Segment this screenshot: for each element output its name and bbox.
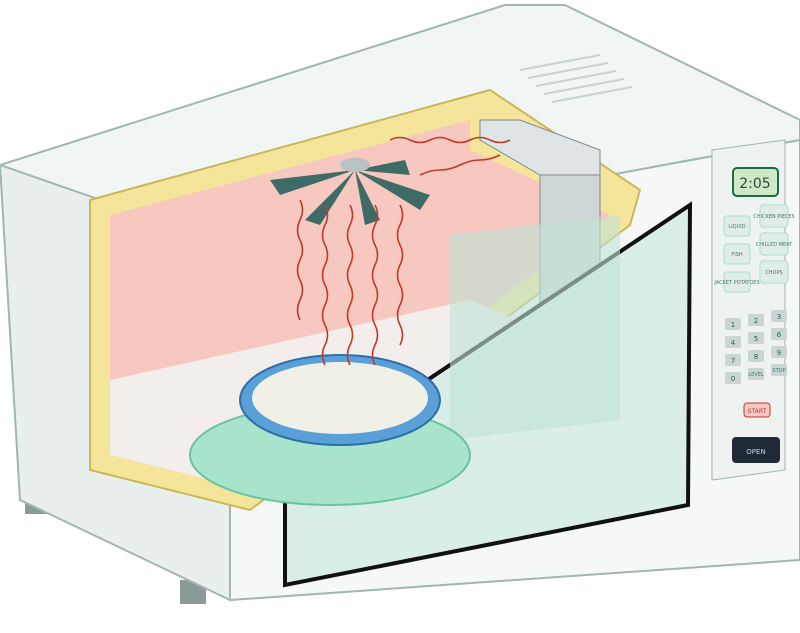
svg-text:CHICKEN PIECES: CHICKEN PIECES [753,214,794,220]
svg-text:8: 8 [754,353,758,361]
key-5[interactable]: 5 [748,332,764,344]
key-8[interactable]: 8 [748,350,764,362]
preset-liquid[interactable]: LIQUID [723,215,751,237]
key-9[interactable]: 9 [771,346,787,358]
svg-text:LEVEL: LEVEL [748,372,764,378]
svg-text:FISH: FISH [731,252,743,258]
svg-text:7: 7 [731,357,735,365]
time-display [732,167,779,197]
svg-text:LIQUID: LIQUID [728,224,745,230]
preset-jacket-potatoes[interactable]: JACKET POTATOES [713,271,760,293]
svg-text:0: 0 [731,375,735,383]
key-4[interactable]: 4 [725,336,741,348]
key-2[interactable]: 2 [748,314,764,326]
key-stop[interactable]: STOP [771,364,787,376]
svg-text:4: 4 [731,339,736,347]
svg-text:CHILLED MEAT: CHILLED MEAT [756,242,793,248]
svg-text:9: 9 [777,349,781,357]
time-display-text: 2:05 [739,176,770,192]
svg-text:STOP: STOP [772,368,785,374]
key-level[interactable]: LEVEL [748,368,764,380]
svg-text:JACKET POTATOES: JACKET POTATOES [713,280,759,286]
start-button[interactable]: START [743,402,771,418]
door-glass [450,215,620,440]
preset-chicken-pieces[interactable]: CHICKEN PIECES [753,204,795,228]
preset-buttons: LIQUID CHICKEN PIECES FISH CHILLED MEAT … [713,204,795,293]
svg-text:2: 2 [754,317,758,325]
vent-icon [519,54,633,103]
open-button[interactable]: OPEN [732,437,780,463]
key-1[interactable]: 1 [725,318,741,330]
key-3[interactable]: 3 [771,310,787,322]
key-0[interactable]: 0 [725,372,741,384]
svg-text:OPEN: OPEN [746,448,765,456]
svg-text:3: 3 [777,313,781,321]
preset-chilled-meat[interactable]: CHILLED MEAT [756,232,793,256]
svg-text:5: 5 [754,335,758,343]
waveguide [479,119,601,176]
rice [252,362,428,434]
preset-fish[interactable]: FISH [723,243,751,265]
svg-text:START: START [748,408,767,415]
svg-text:6: 6 [777,331,782,339]
svg-text:CHOPS: CHOPS [765,270,782,276]
stirrer-fan [270,158,430,225]
microwave-waves [296,136,511,366]
svg-text:1: 1 [731,321,735,329]
key-6[interactable]: 6 [771,328,787,340]
keypad: 1 2 3 4 5 6 7 8 9 0 LEVEL STOP [725,310,787,384]
preset-chops[interactable]: CHOPS [759,260,789,284]
key-7[interactable]: 7 [725,354,741,366]
